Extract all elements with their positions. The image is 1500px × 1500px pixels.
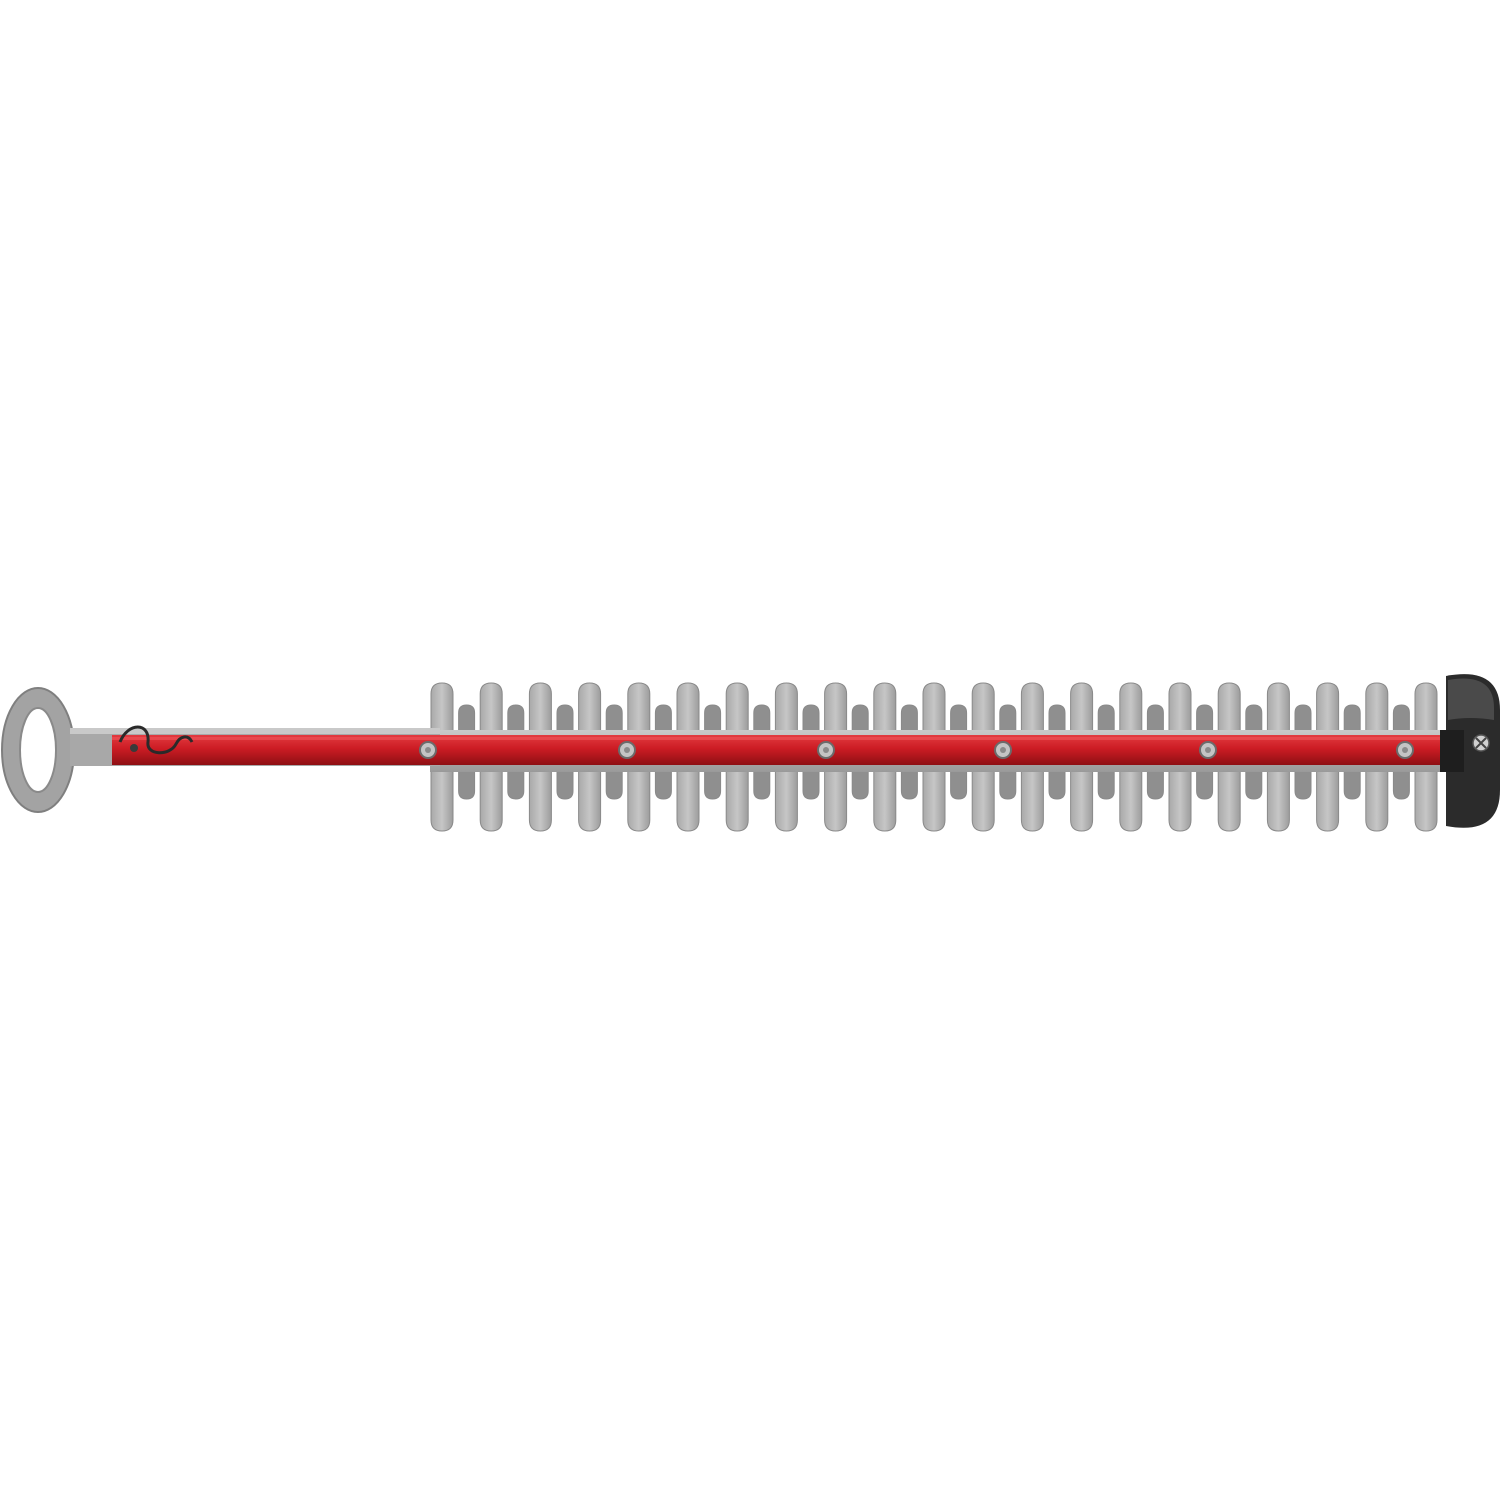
tip-guard (1440, 674, 1500, 828)
lower-teeth-group (430, 764, 1438, 832)
inner-tooth-upper (1392, 704, 1410, 736)
spring-clip-icon (118, 725, 194, 755)
inner-tooth-upper (802, 704, 820, 736)
blade-tooth-upper (627, 682, 651, 736)
blade-tooth-lower (971, 764, 995, 832)
inner-tooth-lower (507, 764, 525, 800)
blade-tooth-upper (774, 682, 798, 736)
inner-tooth-upper (851, 704, 869, 736)
blade-tooth-upper (1119, 682, 1143, 736)
clip-pin (130, 744, 138, 752)
inner-tooth-upper (1097, 704, 1115, 736)
blade-tooth-upper (1020, 682, 1044, 736)
blade-tooth-lower (627, 764, 651, 832)
blade-tooth-lower (1020, 764, 1044, 832)
inner-tooth-upper (1146, 704, 1164, 736)
blade-tooth-upper (725, 682, 749, 736)
inner-tooth-lower (1146, 764, 1164, 800)
inner-tooth-lower (458, 764, 476, 800)
blade-tooth-upper (578, 682, 602, 736)
blade-tooth-lower (1168, 764, 1192, 832)
inner-tooth-upper (999, 704, 1017, 736)
blade-tooth-upper (528, 682, 552, 736)
blade-tooth-lower (1316, 764, 1340, 832)
inner-tooth-lower (1097, 764, 1115, 800)
inner-tooth-upper (1048, 704, 1066, 736)
bolt-center (1000, 747, 1006, 753)
blade-tooth-lower (824, 764, 848, 832)
bolt-center (1205, 747, 1211, 753)
inner-tooth-upper (654, 704, 672, 736)
blade-tooth-lower (725, 764, 749, 832)
inner-tooth-upper (556, 704, 574, 736)
blade-tooth-lower (1070, 764, 1094, 832)
inner-tooth-upper (1245, 704, 1263, 736)
blade-tooth-lower (430, 764, 454, 832)
inner-tooth-lower (999, 764, 1017, 800)
inner-tooth-upper (900, 704, 918, 736)
blade-tooth-upper (873, 682, 897, 736)
blade-tooth-upper (1365, 682, 1389, 736)
inner-tooth-lower (1294, 764, 1312, 800)
inner-tooth-lower (1048, 764, 1066, 800)
inner-tooth-lower (1245, 764, 1263, 800)
inner-tooth-lower (1392, 764, 1410, 800)
inner-tooth-upper (507, 704, 525, 736)
inner-tooth-lower (654, 764, 672, 800)
inner-tooth-lower (1196, 764, 1214, 800)
bolts (419, 741, 1414, 759)
blade-tooth-upper (479, 682, 503, 736)
inner-tooth-upper (1294, 704, 1312, 736)
blade-tooth-lower (578, 764, 602, 832)
blade-tooth-upper (1070, 682, 1094, 736)
blade-tooth-upper (1266, 682, 1290, 736)
blade-tooth-upper (971, 682, 995, 736)
inner-tooth-lower (851, 764, 869, 800)
guide-bar-highlight (112, 737, 1442, 740)
blade-tooth-lower (1365, 764, 1389, 832)
bolt-center (1402, 747, 1408, 753)
blade-tooth-lower (1266, 764, 1290, 832)
inner-tooth-lower (556, 764, 574, 800)
upper-teeth-group (430, 682, 1438, 736)
inner-tooth-upper (605, 704, 623, 736)
blade-tooth-upper (1414, 682, 1438, 736)
blade-tooth-lower (922, 764, 946, 832)
shaft-highlight (70, 728, 440, 734)
blade-tooth-lower (676, 764, 700, 832)
inner-tooth-lower (802, 764, 820, 800)
inner-tooth-lower (1343, 764, 1361, 800)
blade-tooth-lower (528, 764, 552, 832)
blade-tooth-upper (430, 682, 454, 736)
inner-tooth-lower (900, 764, 918, 800)
inner-tooth-upper (1343, 704, 1361, 736)
mounting-ring (1, 687, 75, 813)
blade-tooth-upper (922, 682, 946, 736)
bolt-center (425, 747, 431, 753)
inner-tooth-upper (1196, 704, 1214, 736)
blade-tooth-lower (1119, 764, 1143, 832)
inner-tooth-lower (753, 764, 771, 800)
inner-tooth-lower (704, 764, 722, 800)
blade-tooth-lower (1217, 764, 1241, 832)
inner-tooth-lower (950, 764, 968, 800)
blade-tooth-upper (1316, 682, 1340, 736)
inner-tooth-upper (950, 704, 968, 736)
inner-tooth-upper (704, 704, 722, 736)
blade-tooth-lower (873, 764, 897, 832)
blade-tooth-lower (1414, 764, 1438, 832)
blade-tooth-upper (1168, 682, 1192, 736)
blade-tooth-upper (676, 682, 700, 736)
inner-tooth-upper (458, 704, 476, 736)
blade-tooth-lower (774, 764, 798, 832)
inner-tooth-upper (753, 704, 771, 736)
blade-tooth-upper (1217, 682, 1241, 736)
bolt-center (624, 747, 630, 753)
bolt-center (823, 747, 829, 753)
blade-tooth-upper (824, 682, 848, 736)
blade-tooth-lower (479, 764, 503, 832)
inner-tooth-lower (605, 764, 623, 800)
